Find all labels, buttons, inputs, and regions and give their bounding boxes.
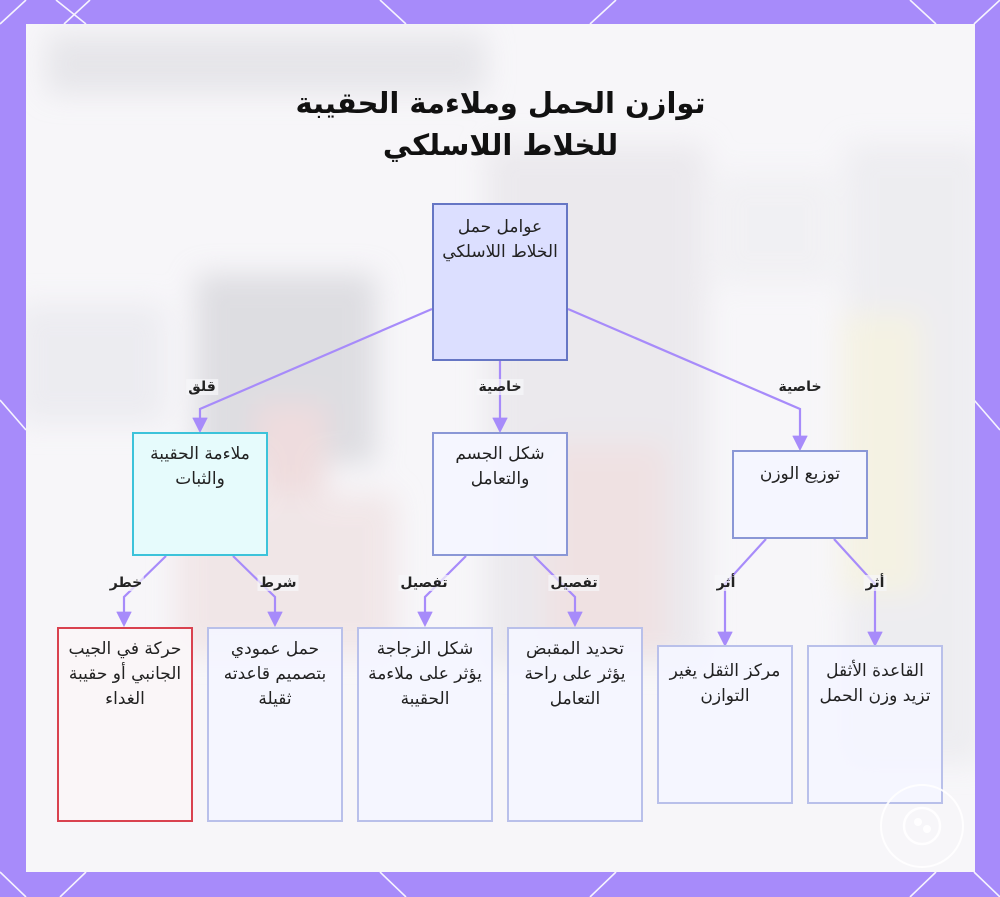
logo-glyph-icon: [902, 806, 942, 846]
node-root: عوامل حمل الخلاط اللاسلكي: [432, 203, 568, 361]
node-weight-distribution: توزيع الوزن: [732, 450, 868, 539]
diagram-card: توازن الحمل وملاءمة الحقيبة للخلاط اللاس…: [26, 24, 975, 872]
edge-root-weight: [567, 307, 808, 452]
node-center-of-gravity: مركز الثقل يغير التوازن: [657, 645, 793, 804]
title-line-2: للخلاط اللاسلكي: [382, 128, 619, 162]
edge-label-effect-right: أثر: [863, 575, 887, 591]
edge-label-condition: شرط: [257, 575, 299, 591]
edge-label-property-mid: خاصية: [476, 379, 524, 395]
node-vertical-carry: حمل عمودي بتصميم قاعدته ثقيلة: [207, 627, 343, 822]
edge-weight-base: [833, 538, 883, 648]
edge-root-bag-fit: [192, 307, 433, 434]
edge-label-property-right: خاصية: [776, 379, 824, 395]
edge-label-detail-right: تفصيل: [548, 575, 600, 591]
edge-fit-vertical: [232, 555, 283, 628]
diagram-title: توازن الحمل وملاءمة الحقيبة للخلاط اللاس…: [26, 82, 975, 166]
title-line-1: توازن الحمل وملاءمة الحقيبة: [295, 86, 706, 120]
node-body-shape: شكل الجسم والتعامل: [432, 432, 568, 556]
edge-fit-pocket: [116, 555, 167, 628]
edge-body-grip: [533, 555, 583, 628]
node-jar-shape: شكل الزجاجة يؤثر على ملاءمة الحقيبة: [357, 627, 493, 822]
edge-label-effect-left: أثر: [714, 575, 738, 591]
node-side-pocket: حركة في الجيب الجانبي أو حقيبة الغداء: [57, 627, 193, 822]
edge-label-concern: قلق: [186, 379, 218, 395]
node-grip: تحديد المقبض يؤثر على راحة التعامل: [507, 627, 643, 822]
edge-label-risk: خطر: [107, 575, 145, 591]
edge-label-detail-left: تفصيل: [398, 575, 450, 591]
node-heavy-base: القاعدة الأثقل تزيد وزن الحمل: [807, 645, 943, 804]
edge-body-jar: [417, 555, 467, 628]
node-bag-fit: ملاءمة الحقيبة والثبات: [132, 432, 268, 556]
edge-weight-center: [717, 538, 767, 648]
logo-badge-icon: [880, 784, 964, 868]
